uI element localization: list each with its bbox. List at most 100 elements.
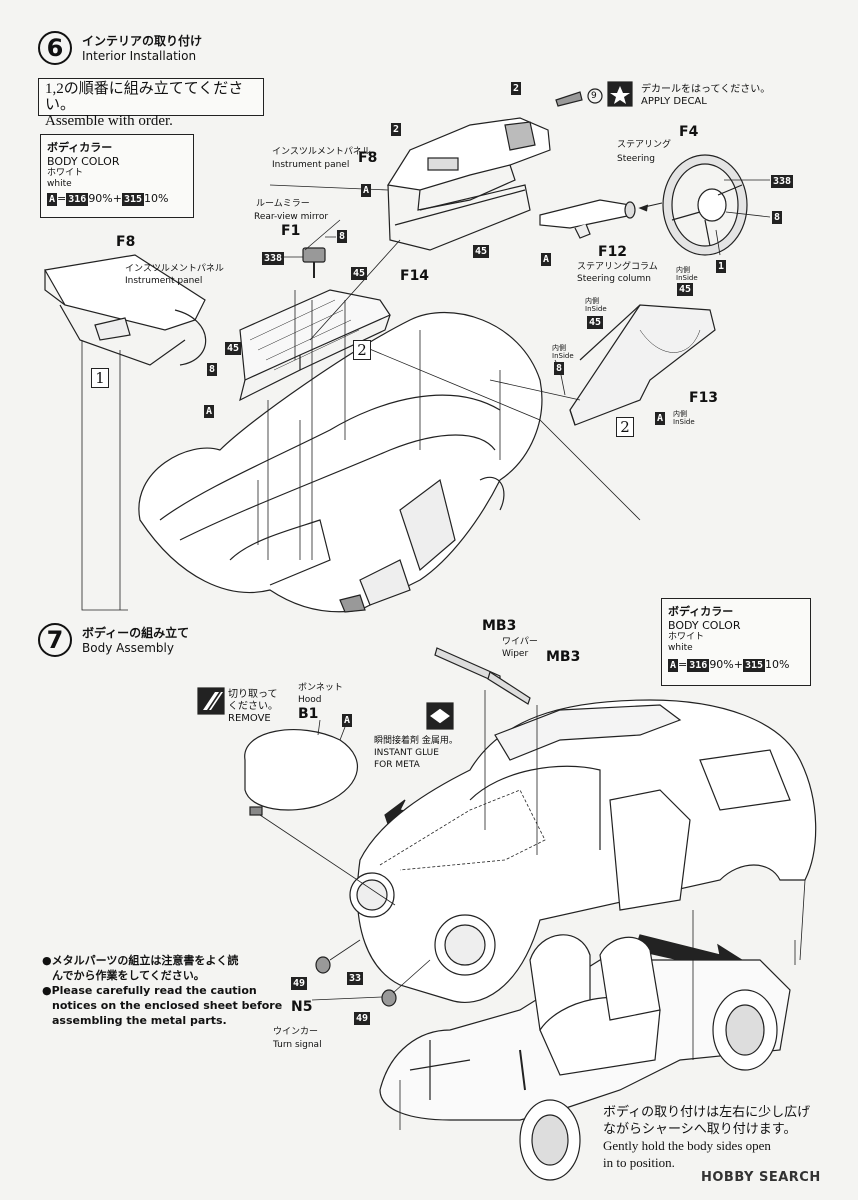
paint7-316-ratio: 90% xyxy=(709,658,734,671)
f13-panel xyxy=(569,304,716,426)
turn-signal-en: Turn signal xyxy=(273,1040,322,1050)
glue-en-2: FOR META xyxy=(374,760,420,770)
part-a-top: A xyxy=(361,184,372,197)
paint7-315-badge: 315 xyxy=(742,659,766,672)
paint7-a-badge: A xyxy=(668,659,679,672)
color7-sub-jp: ホワイト xyxy=(668,632,705,642)
formula7-plus: + xyxy=(733,658,743,671)
step-7-title-en: Body Assembly xyxy=(82,641,174,655)
part-45-top: 45 xyxy=(473,245,490,258)
column-en: Steering column xyxy=(577,274,651,284)
hood-part xyxy=(244,719,358,816)
body-fit-note: ボディの取り付けは左右に少し広げ ながらシャーシへ取り付けます。 Gently … xyxy=(603,1103,810,1171)
part-49-a: 49 xyxy=(291,977,308,990)
remove-jp-1: 切り取って xyxy=(228,689,278,700)
order-note-en: Assemble with order. xyxy=(45,113,173,129)
paint-315-ratio: 10% xyxy=(144,192,169,205)
part-8-right: 8 xyxy=(772,211,783,224)
hood-en: Hood xyxy=(298,695,322,705)
note-en-3: assembling the metal parts. xyxy=(52,1014,227,1027)
color-sub-en: white xyxy=(47,179,72,189)
remove-en: REMOVE xyxy=(228,713,271,724)
note-en-1: ●Please carefully read the caution xyxy=(42,984,257,997)
part-mb3-1: MB3 xyxy=(482,618,517,634)
order-box-2-right: 2 xyxy=(616,417,634,437)
part-45-left: 45 xyxy=(225,342,242,355)
body-shell-6 xyxy=(138,312,543,613)
paint-316-badge: 316 xyxy=(66,193,89,206)
step-7-title-jp: ボディーの組み立て xyxy=(82,626,190,640)
color7-sub-en: white xyxy=(668,643,693,653)
part-8-r: 8 xyxy=(554,362,565,375)
step-6-title-en: Interior Installation xyxy=(82,49,197,63)
wiper-en: Wiper xyxy=(502,649,529,659)
steering-en: Steering xyxy=(617,154,655,164)
instrument-panel-top xyxy=(387,117,551,251)
part-f8-left: F8 xyxy=(116,234,136,250)
turn-signal-jp: ウインカー xyxy=(273,1027,319,1037)
order-note-jp: 1,2の順番に組み立ててください。 xyxy=(45,81,244,113)
part-338-mirror: 338 xyxy=(262,252,285,265)
inside-en-4: InSide xyxy=(673,418,695,426)
part-b1: B1 xyxy=(298,706,319,722)
body-note-jp-2: ながらシャーシへ取り付けます。 xyxy=(603,1121,797,1136)
part-2-label: 2 xyxy=(391,123,402,136)
decal-en: APPLY DECAL xyxy=(641,96,707,107)
body-note-en-2: in to position. xyxy=(603,1155,675,1170)
inside-jp-3: 内側 xyxy=(552,344,566,352)
steering-jp: ステアリング xyxy=(617,140,672,150)
order-note-box: 1,2の順番に組み立ててください。 Assemble with order. xyxy=(38,78,264,129)
part-8-left: 8 xyxy=(207,363,218,376)
wiper-jp: ワイパー xyxy=(502,637,538,647)
instrument-panel-jp-left: インスツルメントパネル xyxy=(125,264,224,274)
paint7-315-ratio: 10% xyxy=(765,658,790,671)
decal-jp: デカールをはってください。 xyxy=(641,84,771,95)
note-jp-2: んでから作業をしてください。 xyxy=(52,969,205,982)
part-45-r2: 45 xyxy=(587,316,604,329)
part-8-mirror: 8 xyxy=(337,230,348,243)
mirror-jp: ルームミラー xyxy=(256,199,310,209)
formula-eq: = xyxy=(57,192,67,205)
part-a-left: A xyxy=(204,405,215,418)
color-sub-jp: ホワイト xyxy=(47,168,84,178)
note-en-2: notices on the enclosed sheet before xyxy=(52,999,283,1012)
inside-jp-2: 内側 xyxy=(585,297,599,305)
color7-title-en: BODY COLOR xyxy=(668,619,741,632)
part-a-f13: A xyxy=(655,412,666,425)
remove-jp-2: ください。 xyxy=(228,701,278,712)
mirror-en: Rear-view mirror xyxy=(254,212,329,222)
part-mb3-2: MB3 xyxy=(546,649,581,665)
chassis xyxy=(379,934,791,1181)
part-f4: F4 xyxy=(679,124,699,140)
steering-wheel xyxy=(662,154,771,256)
paint-316-ratio: 90% xyxy=(88,192,113,205)
paint-315-badge: 315 xyxy=(121,193,145,206)
order-box-1: 1 xyxy=(91,368,109,388)
part-1-right: 1 xyxy=(716,260,727,273)
part-f1: F1 xyxy=(281,223,301,239)
instrument-panel-jp-top: インスツルメントパネル xyxy=(272,147,371,157)
color7-title-jp: ボディカラー xyxy=(668,605,734,618)
part-33: 33 xyxy=(347,972,364,985)
part-f13: F13 xyxy=(689,390,719,406)
step-6-number-text: 6 xyxy=(46,34,64,62)
body-note-en-1: Gently hold the body sides open xyxy=(603,1138,771,1153)
color-title-jp: ボディカラー xyxy=(47,141,113,154)
metal-parts-note: ●メタルパーツの組立は注意書をよく読 んでから作業をしてください。 ●Pleas… xyxy=(42,953,282,1028)
column-jp: ステアリングコラム xyxy=(577,262,658,272)
inside-en-1: InSide xyxy=(676,274,698,282)
steering-column xyxy=(539,199,663,239)
step-6-number: 6 xyxy=(38,31,72,65)
part-338-right: 338 xyxy=(771,175,794,188)
step-7-number-text: 7 xyxy=(46,626,64,654)
paint7-316-badge: 316 xyxy=(687,659,710,672)
order-box-2-mid: 2 xyxy=(353,340,371,360)
glue-jp: 瞬間接着剤 金属用。 xyxy=(374,736,458,746)
step-7-number: 7 xyxy=(38,623,72,657)
glue-en-1: INSTANT GLUE xyxy=(374,748,439,758)
